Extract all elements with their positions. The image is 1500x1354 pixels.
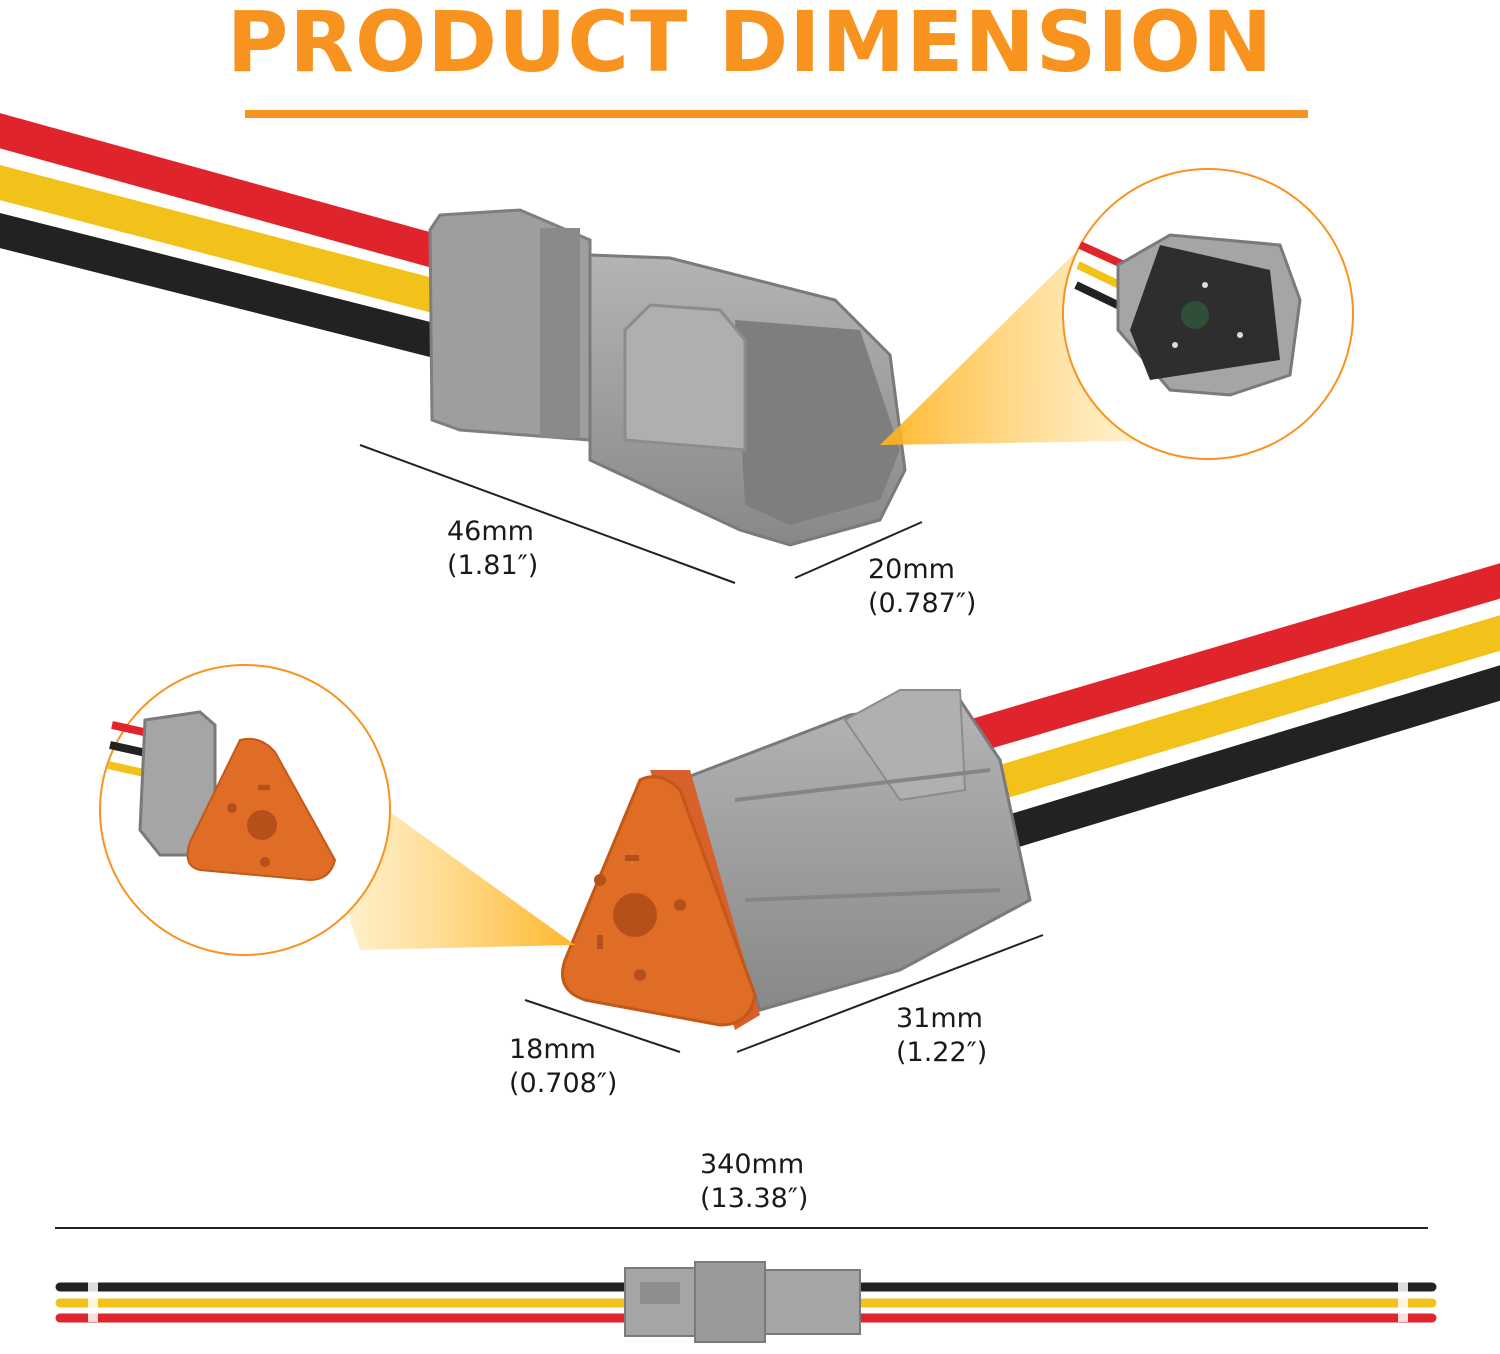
male-connector-group	[0, 113, 907, 547]
dimension-31mm-inch: (1.22″)	[896, 1037, 988, 1068]
dimension-20mm: 20mm (0.787″)	[868, 553, 976, 621]
female-wires	[943, 563, 1500, 855]
dimension-46mm-mm: 46mm	[447, 516, 534, 547]
male-detail-circle	[1062, 168, 1354, 460]
title-underline	[245, 110, 1308, 118]
dimension-46mm: 46mm (1.81″)	[447, 515, 538, 583]
female-connector-group	[561, 563, 1500, 1030]
male-face-icon	[735, 320, 900, 525]
dim-line-46mm	[359, 444, 736, 584]
dimension-20mm-mm: 20mm	[868, 554, 955, 585]
dimension-340mm-mm: 340mm	[700, 1149, 805, 1180]
assembly-connector-icon	[624, 1261, 861, 1343]
dim-line-31mm	[736, 934, 1044, 1053]
male-latch-icon	[623, 303, 747, 452]
female-detail-circle	[99, 664, 391, 956]
dimension-18mm-mm: 18mm	[509, 1034, 596, 1065]
dimension-18mm-inch: (0.708″)	[509, 1068, 618, 1099]
dimension-340mm: 340mm (13.38″)	[700, 1148, 808, 1216]
page-title: PRODUCT DIMENSION	[226, 0, 1274, 91]
female-face-icon	[561, 775, 757, 1027]
dimension-31mm-mm: 31mm	[896, 1003, 983, 1034]
male-rib-icon	[540, 228, 580, 438]
dimension-18mm: 18mm (0.708″)	[509, 1033, 617, 1101]
dimension-46mm-inch: (1.81″)	[447, 550, 539, 581]
dimension-340mm-inch: (13.38″)	[700, 1183, 809, 1214]
male-wires	[0, 113, 477, 359]
dim-line-18mm	[524, 999, 681, 1053]
dimension-20mm-inch: (0.787″)	[868, 588, 977, 619]
dimension-31mm: 31mm (1.22″)	[896, 1002, 987, 1070]
dim-line-20mm	[794, 521, 923, 579]
